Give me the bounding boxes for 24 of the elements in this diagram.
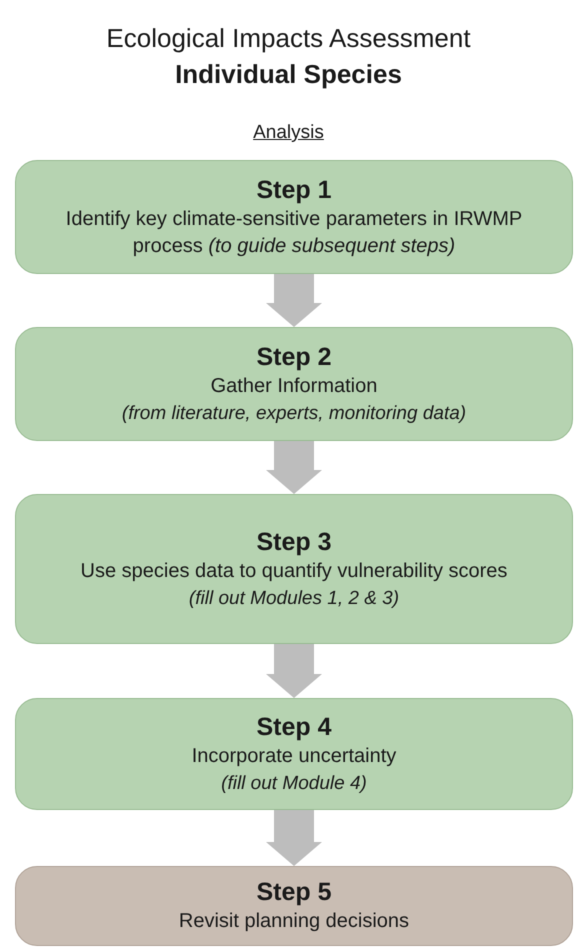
step-note: (fill out Module 4) xyxy=(221,772,367,796)
step-heading: Step 4 xyxy=(256,712,332,742)
step-box xyxy=(15,327,573,441)
step-note: (fill out Modules 1, 2 & 3) xyxy=(188,586,400,610)
flow-arrow xyxy=(266,274,322,327)
step-heading: Step 5 xyxy=(256,877,332,908)
step-box xyxy=(15,160,573,274)
step-note: (from literature, experts, monitoring data) xyxy=(122,402,466,426)
step-box xyxy=(15,698,573,810)
step-description: Revisit planning decisions xyxy=(178,909,410,934)
step-box xyxy=(15,866,573,946)
flow-arrow xyxy=(266,644,322,698)
diagram-title: Ecological Impacts Assessment Individual Species xyxy=(105,22,472,91)
step-heading: Step 1 xyxy=(256,174,332,206)
flow-arrow xyxy=(266,810,322,866)
step-description: Incorporate uncertainty xyxy=(192,744,396,768)
step-description: Identify key climate-sensitive parameters in IRWMP process (to guide subsequent steps) xyxy=(64,206,524,258)
step-description: Use species data to quantify vulnerability scores xyxy=(80,558,508,584)
step-heading: Step 2 xyxy=(256,342,332,372)
step-heading: Step 3 xyxy=(256,526,332,558)
step-description: Gather Information xyxy=(210,374,378,398)
section-label: Analysis xyxy=(253,122,324,144)
step-box xyxy=(15,494,573,644)
flow-arrow xyxy=(266,441,322,494)
